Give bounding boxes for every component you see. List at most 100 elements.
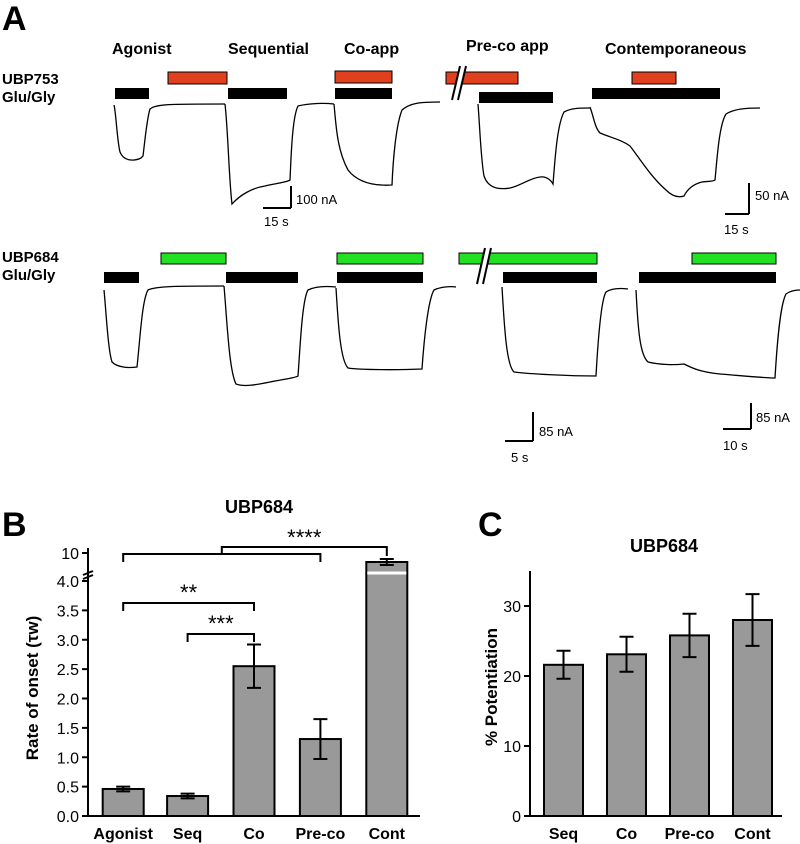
scale-time-label-1-ubp753: 15 s [264, 214, 289, 229]
x-tick-label-b: Agonist [93, 826, 153, 843]
drug-bar-sequential [167, 71, 228, 85]
y-axis-label-c: % Potentiation [482, 628, 501, 746]
y-tick-label-c: 30 [503, 599, 521, 616]
y-tick-label-b: 2.0 [57, 692, 79, 709]
y-tick-label-b: 4.0 [57, 574, 79, 591]
agonist-bar-pre-co-app [503, 272, 597, 283]
agonist-bar-pre-co-app [479, 92, 553, 103]
bar-pre-co [669, 634, 710, 818]
scale-time-label-2-ubp753: 15 s [724, 222, 749, 237]
drug-bar-co-app [334, 70, 393, 84]
break-mask-2 [476, 247, 492, 285]
y-tick-label-b: 1.5 [57, 721, 79, 738]
error-bar-cont [379, 558, 394, 566]
x-tick-label-b: Cont [369, 826, 406, 843]
scale-amp-label-1-ubp753: 100 nA [296, 192, 338, 207]
bar-cont [365, 561, 409, 817]
trace-row-ubp684: UBP684 Glu/Gly 85 nA 5 s 85 nA 1 [2, 247, 800, 465]
agonist-bar-agonist [115, 88, 149, 99]
y-tick-label-b: 2.5 [57, 662, 79, 679]
bar-co [606, 653, 647, 817]
row-agonist-label-ubp753: Glu/Gly [2, 89, 56, 106]
agonist-bar-sequential [226, 272, 298, 283]
significance-bracket [122, 602, 255, 611]
condition-label-agonist: Agonist [112, 41, 172, 58]
significance-label: *** [208, 611, 234, 636]
agonist-bar-co-app [335, 88, 392, 99]
panel-b: B UBP684 Rate of onset (τw) 0.00.51.01.5… [2, 497, 420, 843]
x-tick-label-b: Co [243, 826, 265, 843]
significance-label: **** [287, 525, 322, 550]
scale-bar-2-ubp684 [723, 403, 752, 430]
scale-amp-label-2-ubp753: 50 nA [755, 188, 789, 203]
significance-bracket [186, 633, 255, 642]
condition-label-sequential: Sequential [228, 41, 309, 58]
current-trace-agonist-ubp753 [113, 103, 226, 161]
error-bar-pre-co [682, 612, 697, 659]
x-tick-label-c: Seq [549, 826, 578, 843]
agonist-bar-co-app [337, 272, 423, 283]
panel-a: A Agonist Sequential Co-app Pre-co app C… [2, 0, 800, 465]
y-tick-label-c: 20 [503, 669, 521, 686]
axis-break-b [82, 570, 94, 580]
y-axis-label-b: Rate of onset (τw) [23, 616, 42, 761]
condition-label-co-app: Co-app [344, 41, 399, 58]
error-bar-co [619, 635, 634, 673]
current-trace-pre-co-app-ubp684 [501, 286, 629, 377]
y-tick-label-b: 0.0 [57, 809, 79, 826]
current-trace-sequential-ubp684 [223, 285, 337, 387]
break-mark-2b [482, 247, 492, 285]
agonist-bar-agonist [104, 272, 139, 283]
bar-seq [543, 663, 584, 817]
break-mask-1 [451, 65, 467, 101]
break-mark-2a [476, 247, 486, 285]
error-bar-pre-co [313, 718, 328, 761]
error-bar-co [247, 643, 261, 689]
agonist-bar-sequential [228, 88, 287, 99]
current-trace-co-app-ubp753 [333, 101, 441, 186]
error-bar-agonist [116, 785, 131, 793]
y-tick-label-b: 3.5 [57, 603, 79, 620]
current-trace-co-app-ubp684 [335, 285, 457, 371]
significance-bracket [220, 546, 388, 556]
drug-bar-contemporaneous [631, 71, 677, 85]
current-trace-pre-co-app-ubp753 [477, 103, 591, 190]
panel-letter-c: C [478, 506, 503, 544]
x-tick-label-c: Cont [734, 826, 771, 843]
drug-bar-co-app [336, 252, 424, 265]
scale-bar-1-ubp753 [263, 186, 292, 209]
x-tick-label-c: Co [616, 826, 638, 843]
break-mark-1b [457, 65, 467, 101]
current-trace-agonist-ubp684 [103, 285, 225, 369]
error-bar-seq [180, 792, 195, 800]
scale-time-label-2-ubp684: 10 s [723, 438, 748, 453]
current-trace-contemporaneous-ubp684 [635, 289, 800, 379]
x-tick-label-b: Pre-co [296, 826, 346, 843]
bar-agonist [101, 787, 145, 817]
panel-letter-a: A [2, 0, 27, 38]
scale-bar-2-ubp753 [725, 183, 750, 215]
row-drug-label-ubp684: UBP684 [2, 249, 59, 266]
row-agonist-label-ubp684: Glu/Gly [2, 267, 56, 284]
scale-bar-1-ubp684 [505, 412, 534, 442]
drug-bar-sequential [160, 252, 227, 265]
significance-bracket [122, 553, 322, 562]
trace-row-ubp753: UBP753 Glu/Gly 100 nA [2, 65, 789, 237]
error-bar-cont [745, 593, 760, 647]
chart-title-c: UBP684 [630, 536, 698, 556]
chart-title-b: UBP684 [225, 497, 293, 517]
x-tick-label-b: Seq [173, 826, 202, 843]
y-tick-label-c: 10 [503, 739, 521, 756]
agonist-bar-contemporaneous [639, 272, 776, 283]
panel-letter-b: B [2, 506, 27, 544]
bar-cont [732, 619, 773, 817]
x-tick-label-c: Pre-co [665, 826, 715, 843]
drug-bar-contemporaneous [691, 252, 777, 265]
y-tick-label-c: 0 [512, 809, 521, 826]
current-trace-sequential-ubp753 [224, 102, 335, 206]
scale-amp-label-1-ubp684: 85 nA [539, 424, 573, 439]
scale-amp-label-2-ubp684: 85 nA [756, 410, 790, 425]
